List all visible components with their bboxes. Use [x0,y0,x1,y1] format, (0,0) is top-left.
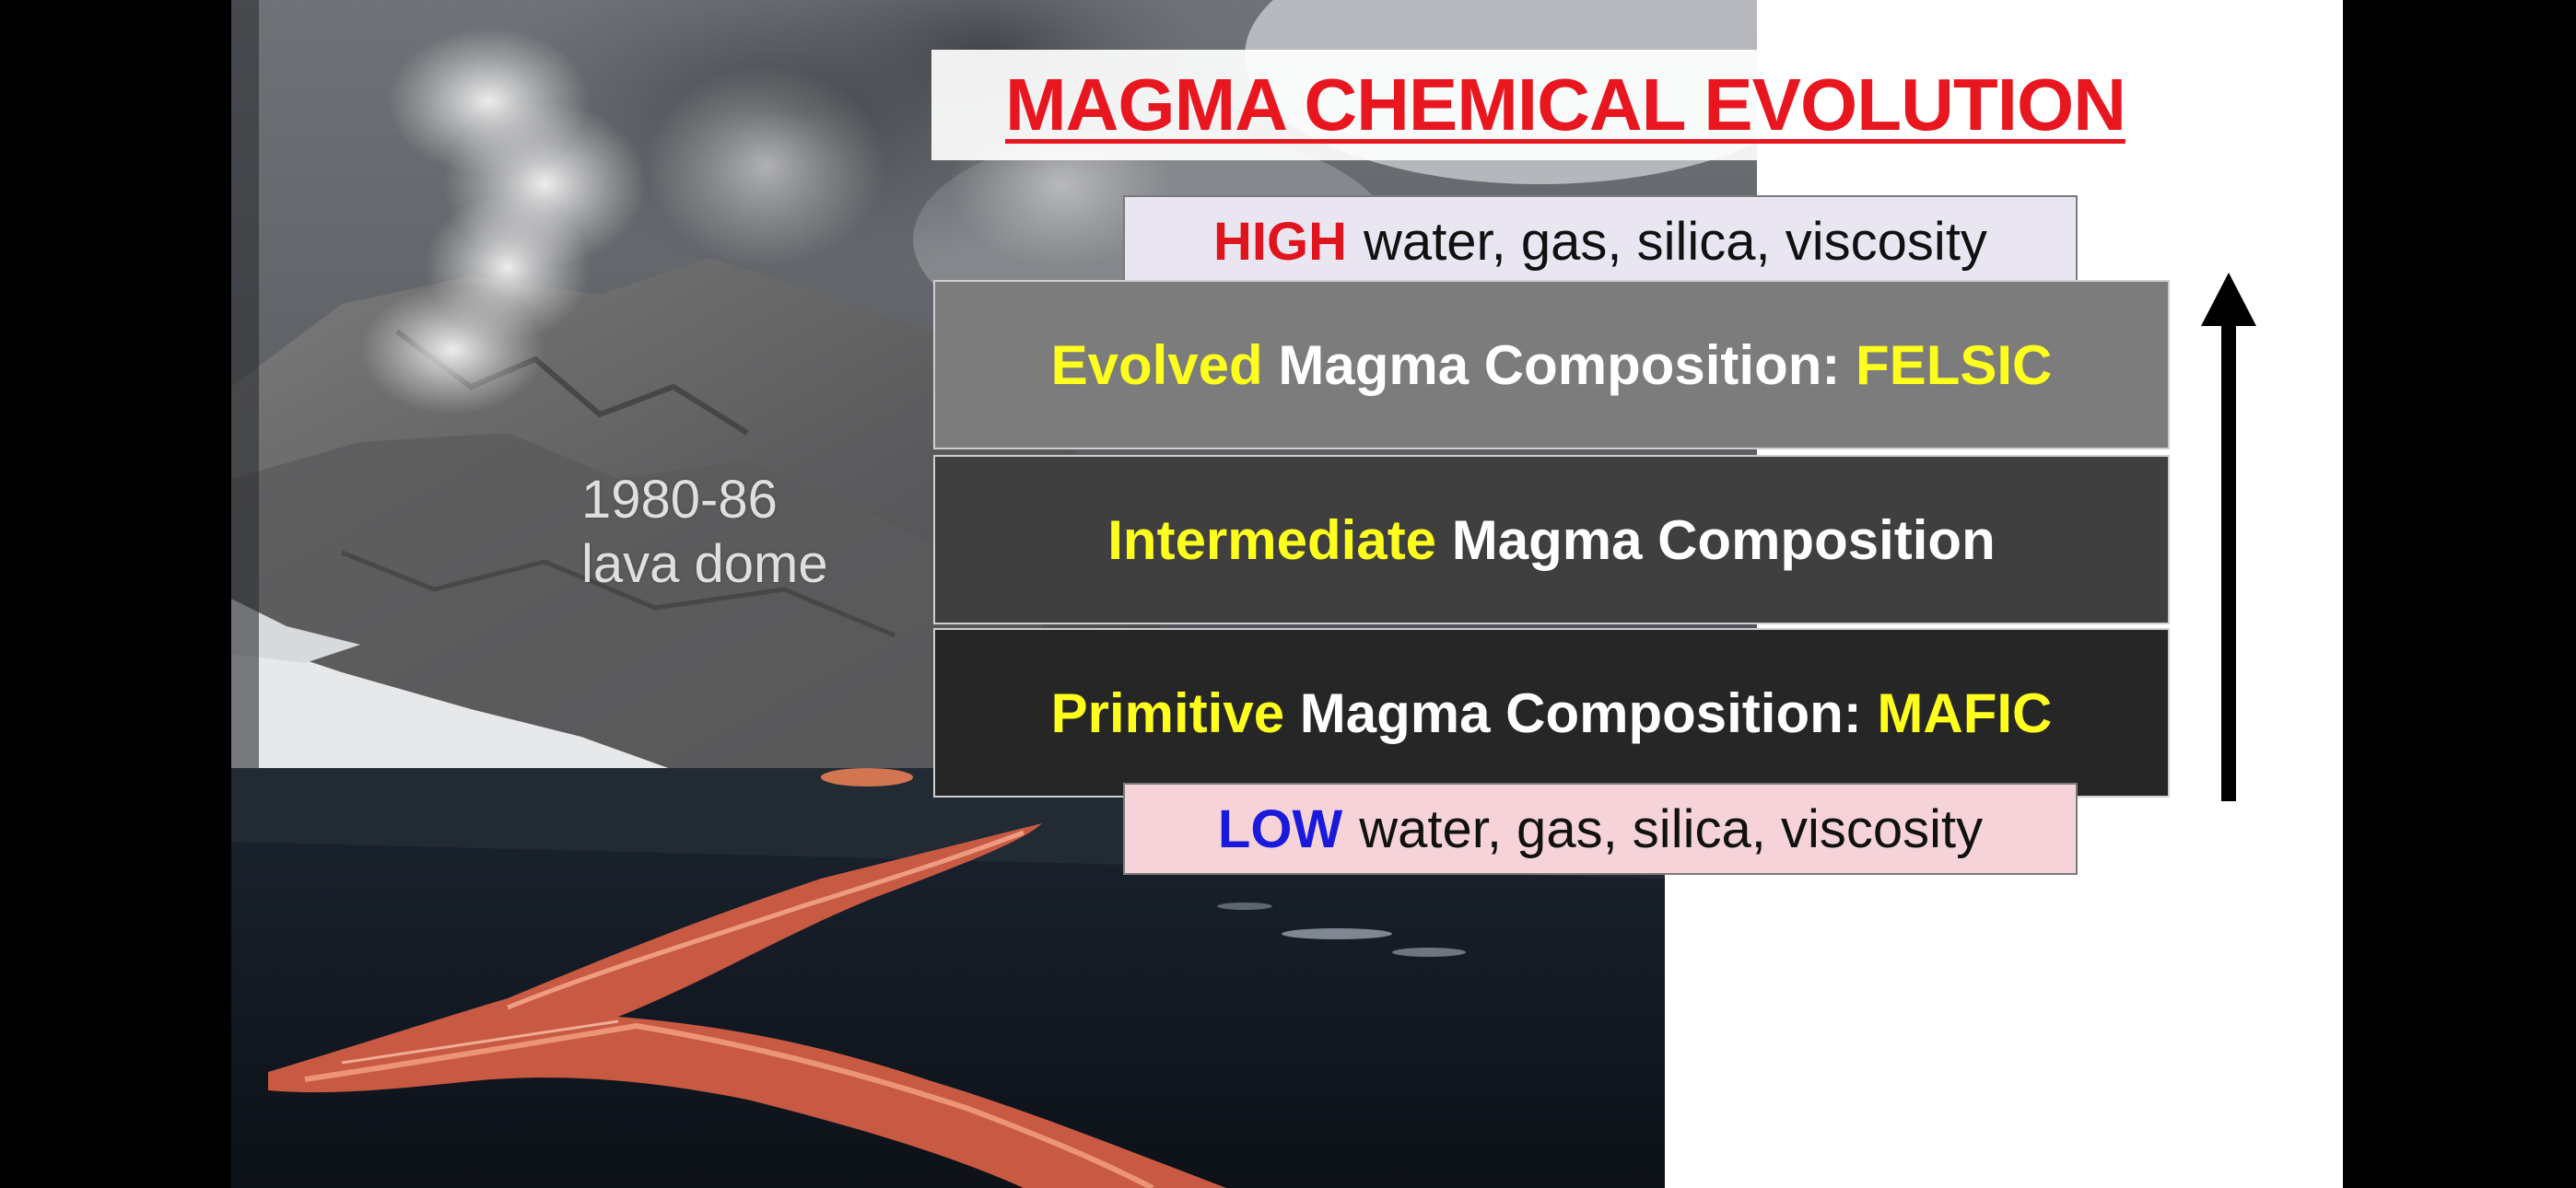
mafic-bar-highlight: Primitive [1050,681,1285,744]
felsic-bar-text: Magma Composition: [1262,333,1856,396]
intermediate-bar-text: Magma Composition [1436,508,1996,571]
high-properties-text: water, gas, silica, viscosity [1364,211,1987,272]
photo-caption: 1980-86 lava dome [581,470,828,594]
mafic-composition-bar: Primitive Magma Composition: MAFIC [933,628,2170,798]
low-properties-label: LOW water, gas, silica, viscosity [1123,783,2078,875]
title-backdrop [931,50,2175,160]
up-arrow-icon [2199,273,2258,801]
intermediate-composition-bar: Intermediate Magma Composition [933,455,2170,624]
slide-title: MAGMA CHEMICAL EVOLUTION [1005,64,2126,146]
slide: 1980-86 lava dome MAGMA CHEMICAL EVOLUTI… [231,0,2343,1188]
mafic-bar-suffix: MAFIC [1877,681,2053,744]
intermediate-bar-highlight: Intermediate [1107,508,1437,571]
high-keyword: HIGH [1213,211,1348,272]
felsic-composition-bar: Evolved Magma Composition: FELSIC [933,280,2170,449]
low-keyword: LOW [1217,798,1343,859]
felsic-bar-suffix: FELSIC [1856,333,2053,396]
felsic-bar-highlight: Evolved [1050,333,1263,396]
high-properties-label: HIGH water, gas, silica, viscosity [1123,195,2078,287]
low-properties-text: water, gas, silica, viscosity [1359,798,1984,859]
mafic-bar-text: Magma Composition: [1284,681,1878,744]
